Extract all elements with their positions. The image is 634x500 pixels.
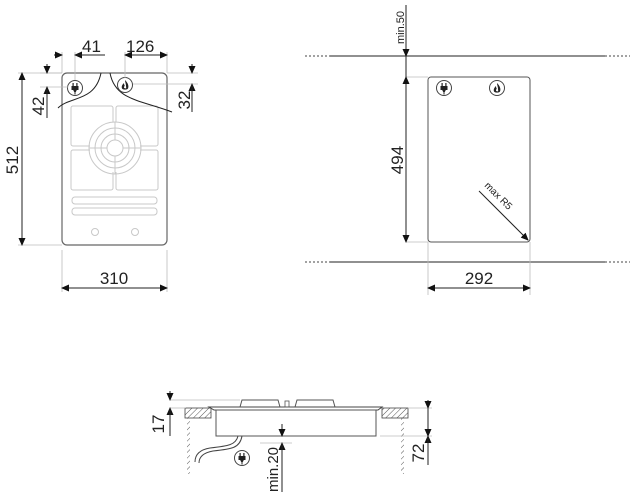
break-line-right [109,72,173,113]
worktop-right [381,407,409,419]
break-line-left [57,72,102,109]
cabinet-wall-left [187,418,190,474]
worktop-left [184,407,212,419]
dim-plug-offset-x: 41 [82,37,101,56]
pan-support [70,105,159,236]
plug-icon [234,450,250,466]
cabinet-wall-right [401,418,404,474]
dim-cutout-height: 494 [388,146,407,174]
dim-depth: 72 [409,444,428,463]
top-view: 41 126 512 42 32 310 [3,37,198,292]
dim-min-clearance-label: min.50 [395,11,407,44]
dim-plug-offset-y: 42 [29,97,48,116]
hob-side [215,409,377,437]
side-view: 17 72 min.20 [149,391,432,492]
dim-flame-offset-y: 32 [175,91,194,110]
flame-icon [117,77,133,93]
dim-width: 310 [100,269,128,288]
cutout-view: min.50 494 max R5 292 [305,5,630,295]
cutout-outline [427,76,531,243]
plug-icon [67,80,83,96]
plug-icon [436,80,452,96]
dim-top-height: 17 [149,415,168,434]
flame-icon [489,80,505,96]
dim-height: 512 [3,146,22,174]
dim-cutout-width: 292 [465,269,493,288]
dim-flame-offset-x: 126 [126,37,154,56]
dim-min-bottom-clearance: min.20 [265,447,282,492]
